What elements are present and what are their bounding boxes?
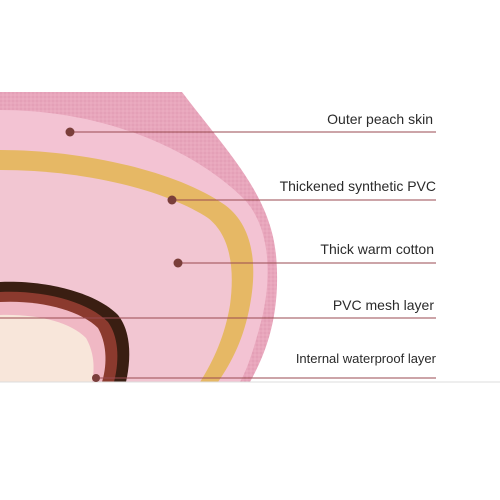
label-1-group: Outer peach skin bbox=[65, 111, 436, 137]
layer-label: PVC mesh layer bbox=[333, 297, 434, 313]
layer-label: Internal waterproof layer bbox=[296, 351, 437, 366]
pointer-dot bbox=[173, 258, 183, 268]
pointer-dot bbox=[92, 374, 100, 382]
label-3-group: Thick warm cotton bbox=[173, 241, 436, 268]
pointer-dot bbox=[167, 195, 177, 205]
label-5-group: Internal waterproof layer bbox=[92, 351, 437, 382]
layer-label: Thick warm cotton bbox=[320, 241, 434, 257]
internal-waterproof-layer bbox=[0, 314, 94, 382]
pointer-dot bbox=[65, 127, 75, 137]
layer-label: Outer peach skin bbox=[327, 111, 433, 127]
label-4-group: PVC mesh layer bbox=[0, 297, 436, 319]
layer-label: Thickened synthetic PVC bbox=[280, 178, 436, 194]
label-2-group: Thickened synthetic PVC bbox=[167, 178, 436, 205]
